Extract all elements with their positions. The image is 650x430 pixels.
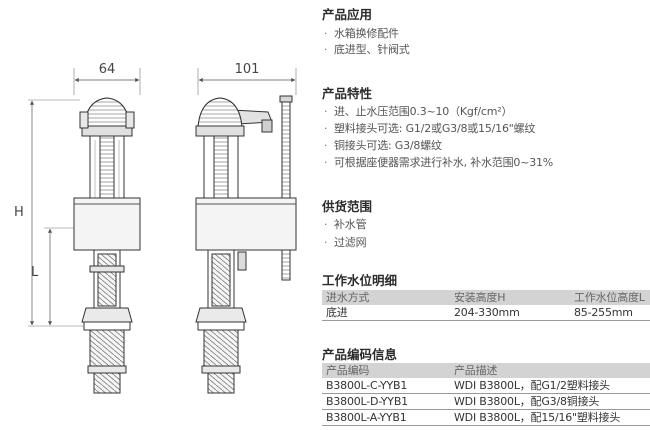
water-level-title: 工作水位明细 (322, 273, 398, 288)
column-header: 产品编码 (322, 363, 450, 378)
table-cell: 204-330mm (450, 305, 570, 321)
column-header: 工作水位高度L (570, 290, 650, 305)
bullet-icon: · (324, 122, 328, 135)
codes-title: 产品编码信息 (322, 347, 398, 362)
table-row: B3800L-D-YYB1 WDI B3800L，配G3/8铜接头 (322, 393, 650, 410)
bullet-icon: · (324, 218, 328, 231)
bullet-icon: · (324, 105, 328, 118)
width-front-label: 64 (99, 62, 116, 77)
level-label: L (31, 265, 39, 280)
feature-item: ·铜接头可选: G3/8螺纹 (324, 139, 442, 152)
table-header-row: 产品编码 产品描述 (322, 363, 650, 378)
level-dimension: L (31, 227, 74, 326)
spec-panel: 产品应用 ·水箱换修配件 ·底进型、针阀式 产品特性 ·进、止水压范围0.3~1… (322, 0, 650, 430)
width-side-label: 101 (235, 62, 260, 77)
table-cell: B3800L-D-YYB1 (322, 393, 450, 410)
column-header: 产品描述 (450, 363, 650, 378)
features-title: 产品特性 (322, 86, 373, 101)
table-cell: B3800L-A-YYB1 (322, 409, 450, 426)
application-item: ·水箱换修配件 (324, 27, 399, 40)
bullet-icon: · (324, 139, 328, 152)
bullet-icon: · (324, 43, 328, 56)
table-cell: 85-255mm (570, 305, 650, 321)
height-label: H (14, 205, 24, 220)
supply-title: 供货范围 (322, 199, 373, 214)
valve-side-view (195, 95, 297, 394)
table-cell: B3800L-C-YYB1 (322, 378, 450, 394)
table-cell: WDI B3800L，配15/16"塑料接头 (450, 409, 650, 426)
bullet-icon: · (324, 156, 328, 169)
feature-item: ·塑料接头可选: G1/2或G3/8或15/16"螺纹 (324, 122, 536, 135)
table-row: 底进 204-330mm 85-255mm (322, 305, 650, 321)
column-header: 安装高度H (450, 290, 570, 305)
column-header: 进水方式 (322, 290, 450, 305)
table-cell: WDI B3800L，配G1/2塑料接头 (450, 378, 650, 394)
application-item: ·底进型、针阀式 (324, 43, 410, 56)
table-cell: WDI B3800L，配G3/8铜接头 (450, 393, 650, 410)
table-row: B3800L-A-YYB1 WDI B3800L，配15/16"塑料接头 (322, 409, 650, 426)
valve-front-view (73, 97, 141, 394)
supply-item: ·补水管 (324, 218, 367, 231)
application-title: 产品应用 (322, 7, 373, 22)
supply-item: ·过滤网 (324, 236, 367, 249)
feature-item: ·可根据座便器需求进行补水, 补水范围0~31% (324, 156, 554, 169)
feature-item: ·进、止水压范围0.3~10（Kgf/cm²） (324, 105, 513, 118)
bullet-icon: · (324, 27, 328, 40)
table-cell: 底进 (322, 305, 450, 321)
water-level-table: 进水方式 安装高度H 工作水位高度L 底进 204-330mm 85-255mm (322, 290, 650, 321)
product-codes-table: 产品编码 产品描述 B3800L-C-YYB1 WDI B3800L，配G1/2… (322, 363, 650, 426)
bullet-icon: · (324, 236, 328, 249)
width-dimension-front: 64 (73, 62, 141, 95)
table-row: B3800L-C-YYB1 WDI B3800L，配G1/2塑料接头 (322, 378, 650, 394)
table-header-row: 进水方式 安装高度H 工作水位高度L (322, 290, 650, 305)
width-dimension-side: 101 (197, 62, 297, 95)
fill-valve-drawing: 64 101 H L (14, 62, 297, 394)
